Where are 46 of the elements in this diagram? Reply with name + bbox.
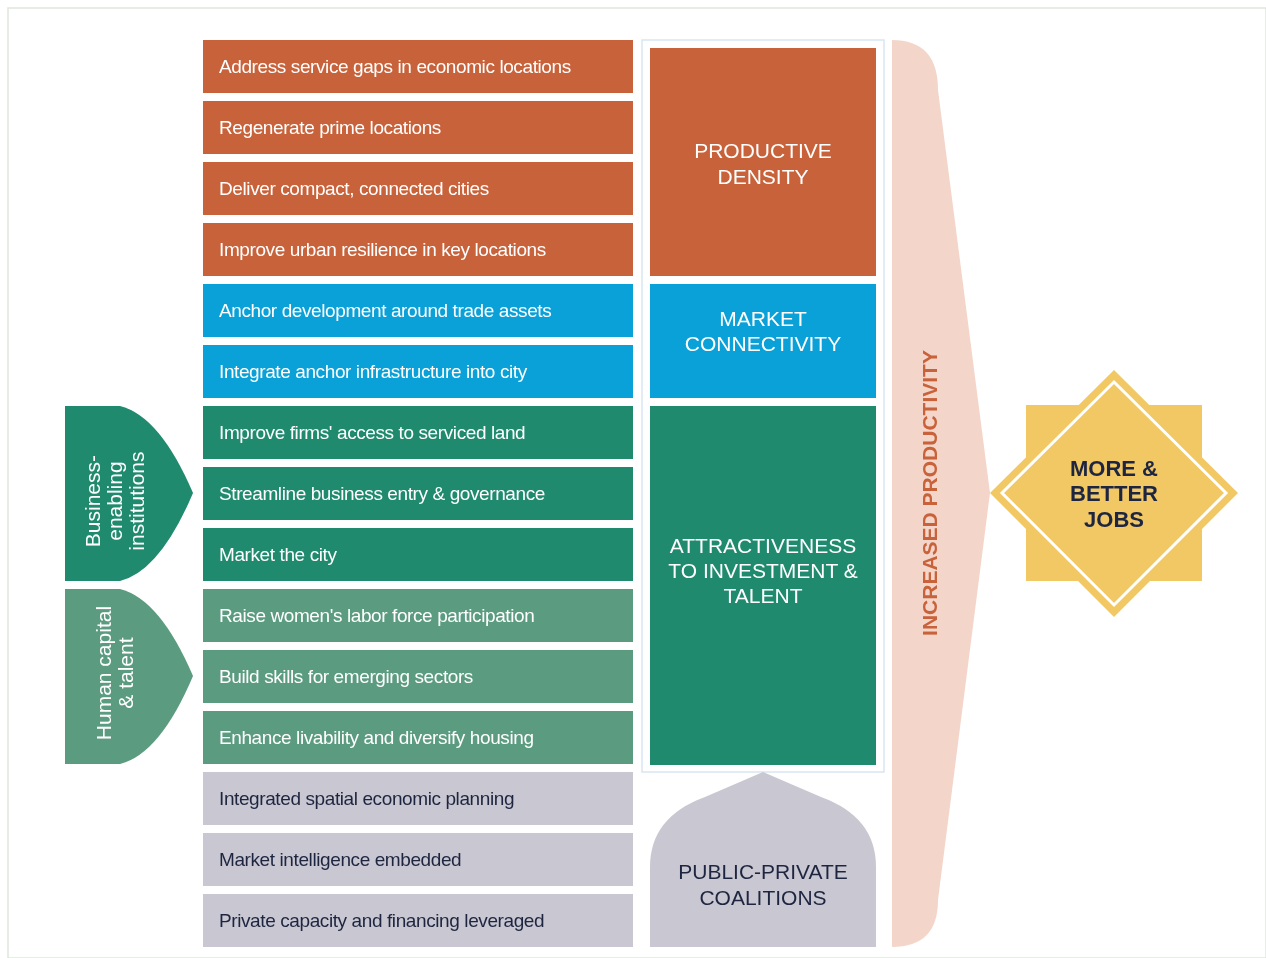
bar-label: Market the city xyxy=(218,543,337,566)
bar-label: Deliver compact, connected cities xyxy=(218,177,489,200)
strategy-bar xyxy=(203,589,633,642)
strategy-bar xyxy=(203,833,633,886)
strategy-bar xyxy=(203,406,633,459)
pillar-label: ATTRACTIVENESS TO INVESTMENT & TALENT xyxy=(667,532,859,609)
bar-label: Private capacity and financing leveraged xyxy=(218,909,545,932)
dome-shape xyxy=(650,772,876,947)
bar-label: Regenerate prime locations xyxy=(218,116,441,139)
star-label: MORE & BETTER JOBS xyxy=(1069,456,1159,532)
edge-label: INCREASED PRODUCTIVITY xyxy=(918,349,942,638)
bar-label: Enhance livability and diversify housing xyxy=(218,726,534,749)
bar-label: Anchor development around trade assets xyxy=(218,299,552,322)
pillar-label: MARKET CONNECTIVITY xyxy=(683,306,843,357)
tab-label: Human capital & talent xyxy=(92,604,138,743)
strategy-bar xyxy=(203,284,633,337)
strategy-bar xyxy=(203,711,633,764)
strategy-bar xyxy=(203,894,633,947)
pointer-tab xyxy=(65,589,193,764)
bar-label: Improve firms' access to serviced land xyxy=(218,421,526,444)
tab-label: Business-enabling institutions xyxy=(81,450,149,553)
strategy-bar xyxy=(203,223,633,276)
bar-label: Integrate anchor infrastructure into city xyxy=(218,360,527,383)
strategy-bar xyxy=(203,650,633,703)
pointer-tab xyxy=(65,406,193,581)
strategy-bar xyxy=(203,101,633,154)
strategy-bar xyxy=(203,162,633,215)
bar-label: Improve urban resilience in key locations xyxy=(218,238,546,261)
strategy-bar xyxy=(203,467,633,520)
strategy-bar xyxy=(203,772,633,825)
bar-label: Build skills for emerging sectors xyxy=(218,665,473,688)
bar-label: Market intelligence embedded xyxy=(218,848,462,871)
broad-arrow xyxy=(892,40,990,947)
strategy-bar xyxy=(203,40,633,93)
star-shape xyxy=(990,370,1238,617)
strategy-bar xyxy=(203,345,633,398)
pillar-block xyxy=(650,48,876,276)
dome-label: PUBLIC-PRIVATE COALITIONS xyxy=(677,859,849,910)
bar-label: Address service gaps in economic locations xyxy=(218,55,571,78)
pillar-label: PRODUCTIVE DENSITY xyxy=(693,138,833,189)
pillar-block xyxy=(650,406,876,765)
bar-label: Streamline business entry & governance xyxy=(218,482,545,505)
bar-label: Raise women's labor force participation xyxy=(218,604,535,627)
pillar-block xyxy=(650,284,876,398)
strategy-bar xyxy=(203,528,633,581)
bar-label: Integrated spatial economic planning xyxy=(218,787,515,810)
